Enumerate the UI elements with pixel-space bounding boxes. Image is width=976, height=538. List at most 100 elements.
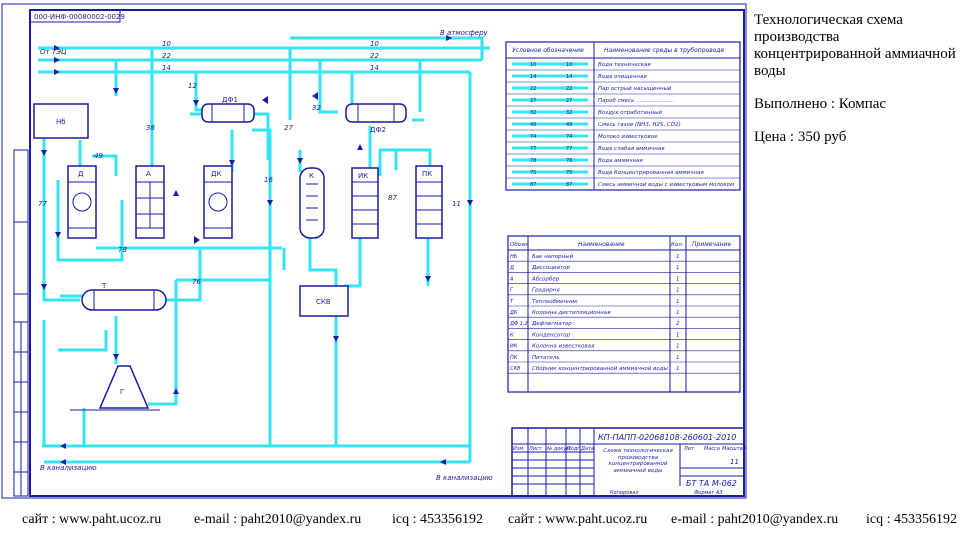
- legend-code: 78: [566, 158, 572, 164]
- legend-medium-name: Вода Концентрированная аммичная: [598, 170, 704, 176]
- tb-format: Формат А3: [694, 490, 722, 496]
- legend-code: 22: [530, 86, 536, 92]
- legend-table: Условное обозначение Наименование среды …: [505, 41, 741, 191]
- label-line-16: 16: [264, 176, 273, 184]
- pipe-dk-k: [252, 128, 272, 446]
- spec-name: Питатель: [532, 355, 560, 361]
- spec-qty: 1: [676, 265, 680, 271]
- drawing-outer-border: [1, 3, 747, 499]
- label-df1: ДФ1: [222, 96, 238, 104]
- tank-nb: [33, 103, 89, 139]
- legend-code: 49: [530, 122, 536, 128]
- legend-code: 10: [566, 62, 572, 68]
- label-pk: ПК: [422, 170, 432, 178]
- legend-medium-name: Вода очищенная: [598, 74, 647, 80]
- contact-footer: сайт : www.paht.ucoz.ru e-mail : paht201…: [0, 512, 976, 532]
- drawing-inner-frame: [29, 9, 745, 497]
- spec-qty: 1: [676, 276, 680, 282]
- heat-exchanger-t: [81, 289, 167, 311]
- flow-arrow: [55, 232, 61, 238]
- label-line-10b: 10: [370, 40, 379, 48]
- legend-code: 14: [530, 74, 536, 80]
- description-panel: Технологическая схема производства конце…: [754, 12, 964, 162]
- spec-qty: 1: [676, 254, 680, 260]
- flow-arrow: [357, 144, 363, 150]
- spec-name: Дефлегматор: [531, 321, 572, 327]
- flow-arrow: [54, 69, 60, 75]
- spec-pos: ИК: [510, 344, 518, 350]
- description-title: Технологическая схема производства конце…: [754, 12, 956, 79]
- label-line-32: 32: [312, 104, 321, 112]
- spec-pos: Г: [510, 288, 514, 294]
- spec-pos: ПК: [510, 355, 518, 361]
- flow-arrow: [267, 200, 273, 206]
- tb-masshtab: Масштаб: [722, 446, 746, 452]
- label-t: Т: [101, 282, 107, 290]
- spec-pos: К: [510, 332, 514, 338]
- label-line-27: 27: [284, 124, 293, 132]
- legend-code: 22: [566, 86, 572, 92]
- spec-pos: Д: [509, 265, 514, 271]
- label-line-14a: 14: [162, 64, 171, 72]
- spec-pos: А: [509, 276, 514, 282]
- flow-arrow: [312, 92, 318, 100]
- collector-skv: [299, 285, 349, 317]
- flow-arrow: [173, 190, 179, 196]
- legend-code: 87: [530, 182, 536, 188]
- spec-pos: НБ: [510, 254, 518, 260]
- spec-qty: 1: [676, 344, 680, 350]
- label-df2: ДФ2: [370, 126, 386, 134]
- spec-qty: 2: [676, 321, 680, 327]
- legend-code: 10: [530, 62, 536, 68]
- flow-arrow: [41, 284, 47, 290]
- tb-col-list: Лист: [528, 446, 543, 452]
- flow-arrow: [113, 88, 119, 94]
- label-to-atmosphere: В атмосферу: [440, 29, 489, 37]
- label-line-14b: 14: [370, 64, 379, 72]
- tb-sheet: 11: [730, 458, 739, 466]
- label-a: А: [146, 170, 151, 178]
- spec-qty: 1: [676, 310, 680, 316]
- cooling-tower-g: [98, 365, 150, 409]
- flow-arrow: [41, 150, 47, 156]
- stamp-code: 000-ИНФ-00080002-0029: [34, 13, 125, 21]
- spec-name: Бак напорный: [532, 254, 574, 260]
- flow-arrow: [446, 35, 452, 41]
- spec-name: Колонна известковая: [532, 344, 595, 350]
- flow-arrow: [60, 443, 66, 449]
- tb-doc-code: КП-ПАПП-02068108-260601-2010: [598, 433, 736, 442]
- spec-name: Сборник концентрированной аммиачной воды: [532, 366, 669, 372]
- pipe-df1-right: [254, 112, 270, 160]
- legend-code: 32: [566, 110, 572, 116]
- spec-qty: 1: [676, 288, 680, 294]
- legend-code: 14: [566, 74, 572, 80]
- spec-name: Диссоциатор: [531, 265, 571, 271]
- label-from-tec: От ТЭЦ: [40, 48, 67, 56]
- flow-arrow: [60, 459, 66, 465]
- flow-arrow: [193, 100, 199, 106]
- legend-medium-name: Пароб смесь ......................: [598, 98, 675, 104]
- spec-pos: ДФ 1,2: [509, 321, 528, 327]
- label-line-49: 49: [94, 152, 103, 160]
- label-line-22a: 22: [162, 52, 171, 60]
- legend-medium-name: Смесь аммичной воды с известковым молоко…: [598, 182, 734, 188]
- label-line-76: 76: [192, 278, 201, 286]
- flow-arrow: [194, 236, 200, 244]
- legend-medium-name: Вода аммичная: [598, 158, 644, 164]
- label-line-10a: 10: [162, 40, 171, 48]
- footer-email-2: e-mail : paht2010@yandex.ru: [671, 512, 839, 527]
- stamp-box: 000-ИНФ-00080002-0029: [29, 9, 125, 23]
- tb-lit: Лит: [683, 446, 695, 452]
- pipe-g-return: [148, 280, 178, 406]
- dephlegmator-df1: [201, 103, 255, 123]
- pipe-d-to-a: [92, 154, 118, 176]
- legend-medium-name: Воздух отработанный: [598, 110, 662, 116]
- spec-name: Абсорбер: [531, 276, 560, 282]
- label-dk: ДК: [211, 170, 221, 178]
- footer-icq-2: icq : 453356192: [866, 512, 957, 527]
- legend-code: 78: [530, 158, 536, 164]
- legend-code: 74: [566, 134, 572, 140]
- label-line-77: 77: [38, 200, 47, 208]
- spec-name: Теплообменник: [532, 299, 578, 305]
- dephlegmator-df2: [345, 103, 407, 123]
